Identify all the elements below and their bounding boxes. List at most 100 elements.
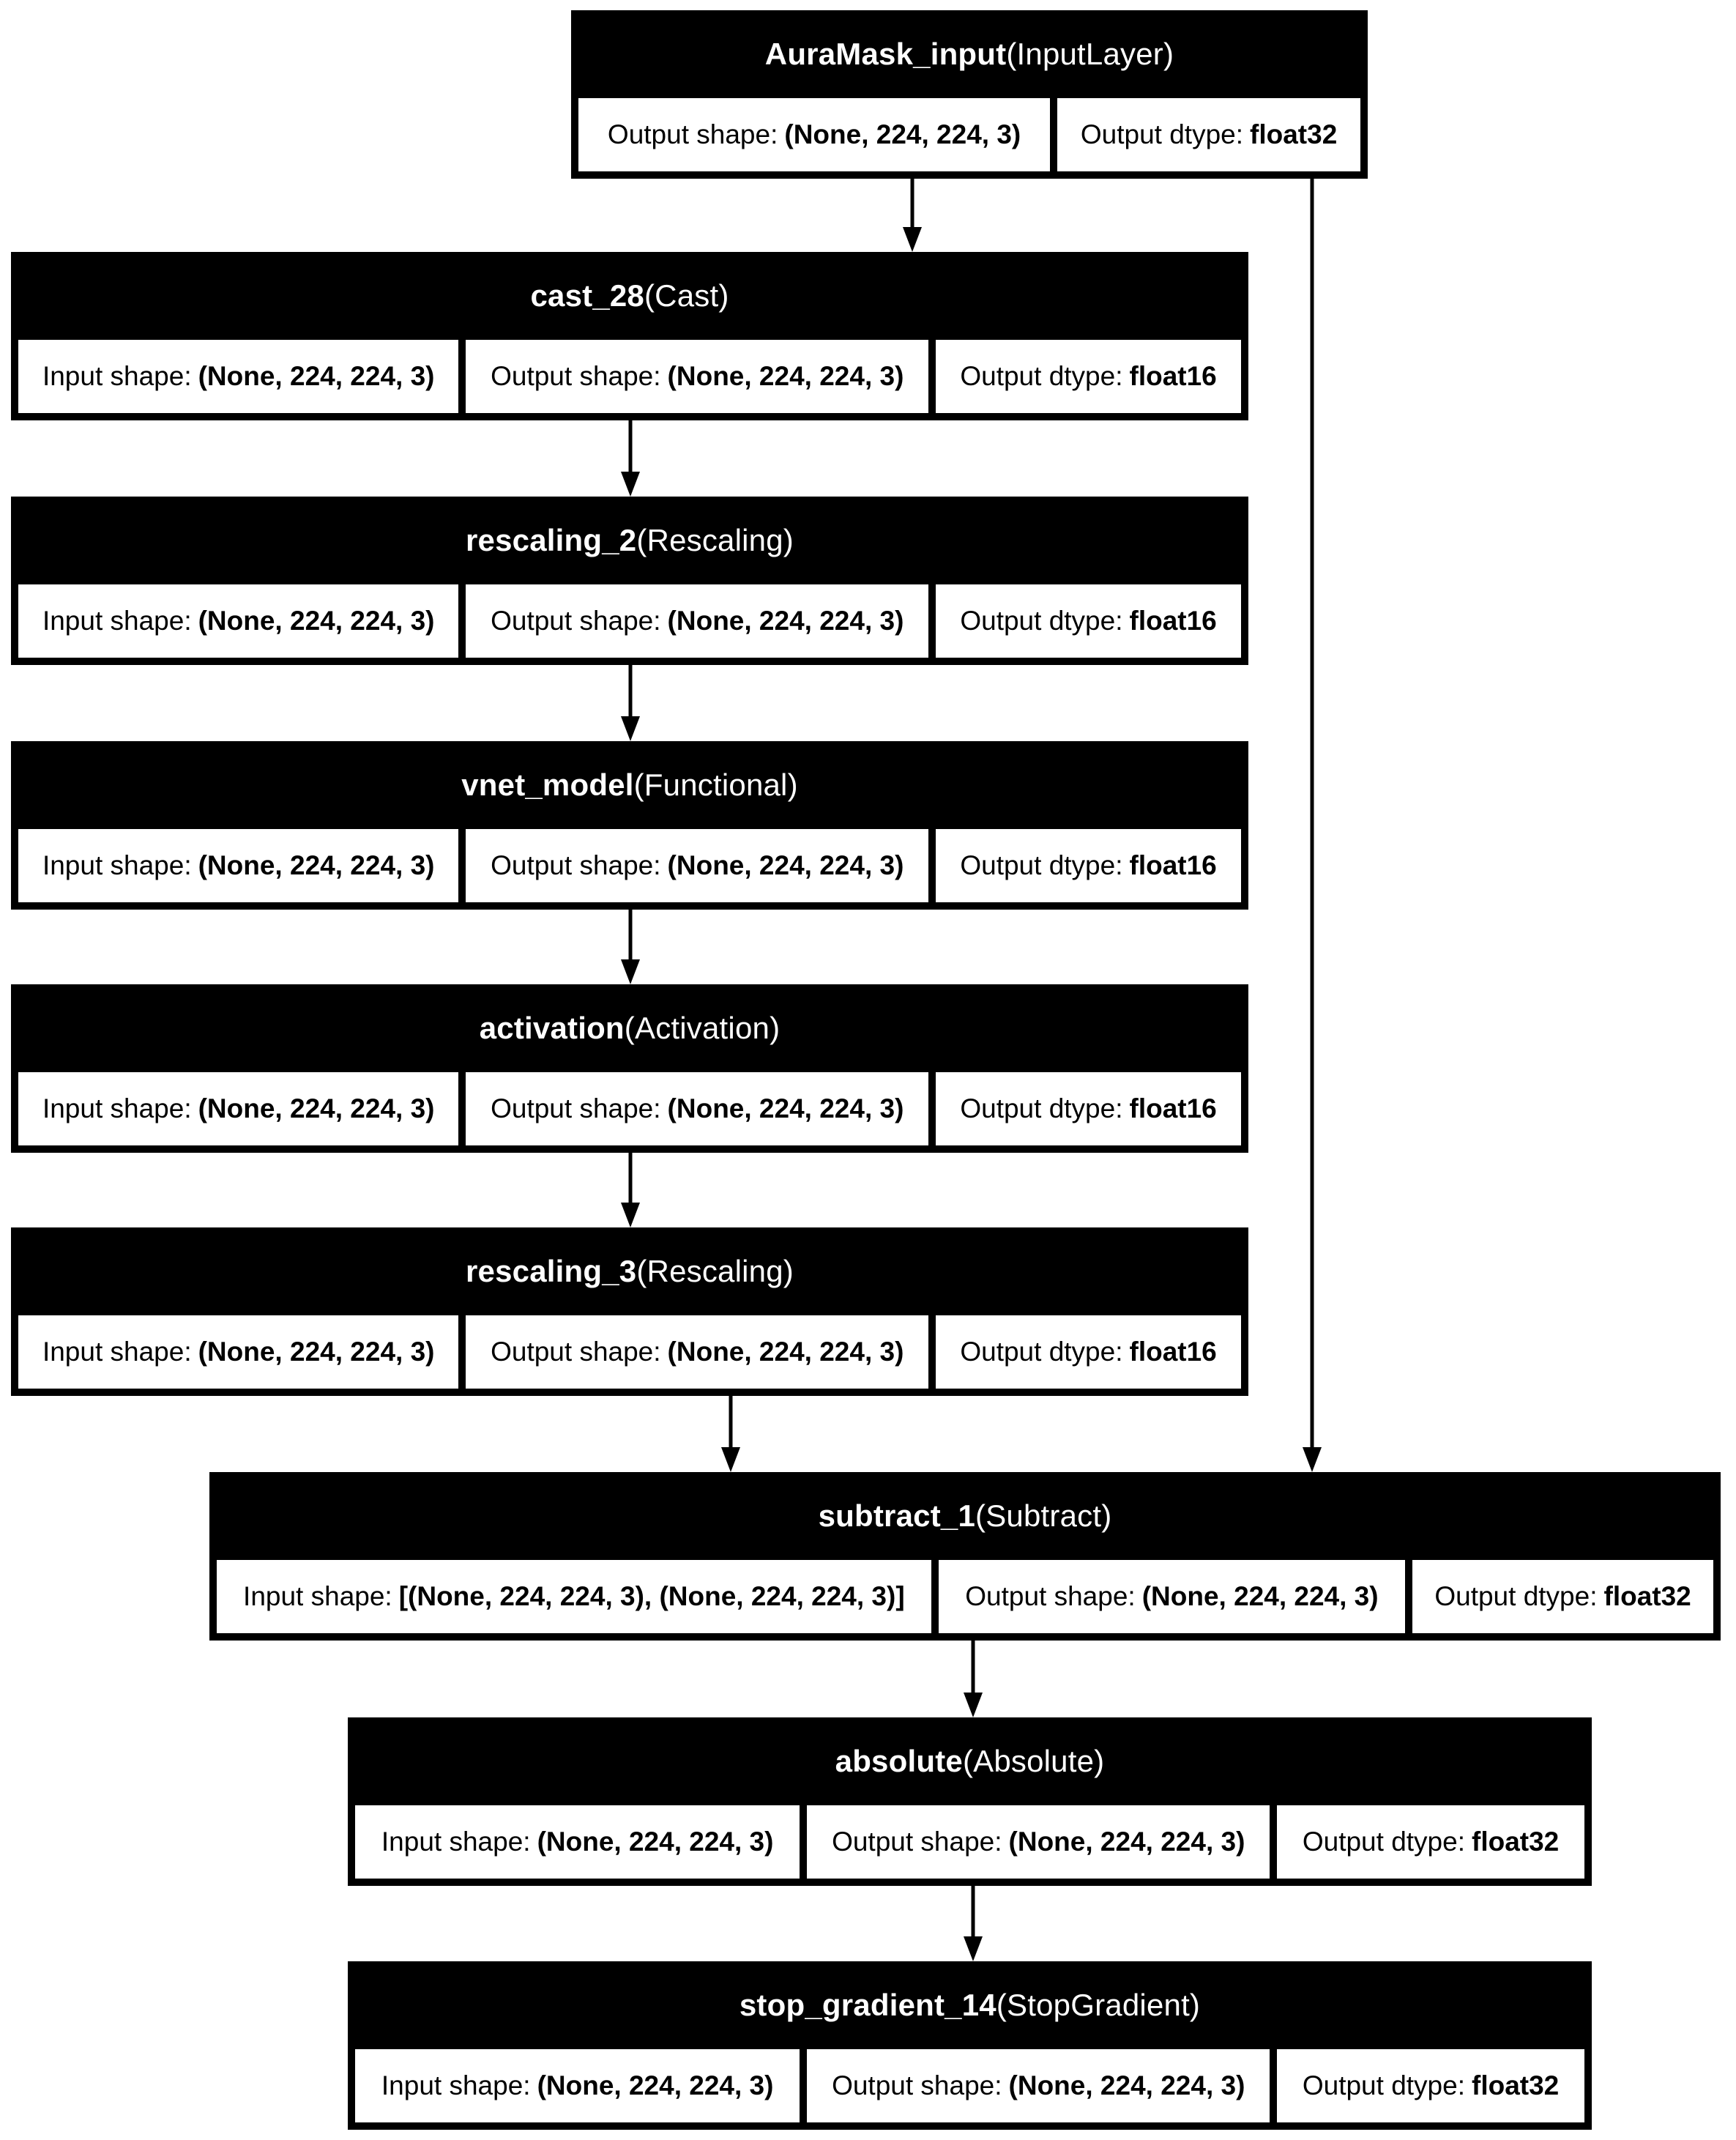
attribute-cell: Input shape:(None, 224, 224, 3): [18, 584, 459, 658]
attribute-cell: Output dtype:float16: [936, 340, 1241, 413]
layer-attribute-cells: Input shape:(None, 224, 224, 3)Output sh…: [11, 340, 1248, 420]
layer-title: activation (Activation): [11, 984, 1248, 1072]
layer-attribute-cells: Input shape:(None, 224, 224, 3)Output sh…: [348, 1805, 1592, 1886]
edge-arrow: [1303, 179, 1322, 1472]
attribute-label: Output dtype:: [1080, 119, 1244, 149]
layer-attribute-cells: Input shape:[(None, 224, 224, 3), (None,…: [209, 1560, 1721, 1641]
layer-attribute-cells: Input shape:(None, 224, 224, 3)Output sh…: [11, 584, 1248, 665]
attribute-label: Output dtype:: [960, 606, 1123, 636]
attribute-label: Output shape:: [491, 850, 661, 880]
node-stop-gradient-14: stop_gradient_14 (StopGradient)Input sha…: [348, 1961, 1592, 2130]
layer-type: (Activation): [624, 1011, 781, 1045]
attribute-value: (None, 224, 224, 3): [667, 606, 904, 636]
layer-name: absolute: [835, 1744, 963, 1778]
attribute-value: (None, 224, 224, 3): [537, 2070, 774, 2100]
layer-type: (Cast): [644, 278, 729, 313]
node-rescaling-3: rescaling_3 (Rescaling)Input shape:(None…: [11, 1227, 1248, 1396]
attribute-label: Input shape:: [243, 1581, 392, 1611]
attribute-cell: Input shape:(None, 224, 224, 3): [18, 1072, 459, 1145]
attribute-value: (None, 224, 224, 3): [667, 1093, 904, 1123]
attribute-value: (None, 224, 224, 3): [667, 361, 904, 391]
attribute-label: Output shape:: [491, 1093, 661, 1123]
layer-name: vnet_model: [461, 768, 634, 802]
attribute-label: Output shape:: [832, 2070, 1002, 2100]
attribute-label: Input shape:: [42, 361, 192, 391]
layer-title: stop_gradient_14 (StopGradient): [348, 1961, 1592, 2049]
layer-name: AuraMask_input: [764, 37, 1007, 71]
attribute-value: float32: [1603, 1581, 1691, 1611]
attribute-label: Output dtype:: [960, 1093, 1123, 1123]
attribute-cell: Output shape:(None, 224, 224, 3): [466, 1315, 929, 1389]
attribute-label: Output shape:: [491, 606, 661, 636]
attribute-label: Output shape:: [965, 1581, 1136, 1611]
node-auramask-input: AuraMask_input (InputLayer)Output shape:…: [571, 10, 1368, 179]
attribute-value: float32: [1472, 1827, 1560, 1857]
attribute-value: [(None, 224, 224, 3), (None, 224, 224, 3…: [398, 1581, 905, 1611]
attribute-label: Output dtype:: [1302, 1827, 1465, 1857]
attribute-value: float16: [1129, 361, 1217, 391]
edge-arrow: [964, 1886, 983, 1961]
layer-title: cast_28 (Cast): [11, 252, 1248, 340]
attribute-cell: Output dtype:float16: [936, 584, 1241, 658]
attribute-label: Output dtype:: [960, 850, 1123, 880]
attribute-cell: Output shape:(None, 224, 224, 3): [466, 829, 929, 902]
attribute-value: float32: [1250, 119, 1338, 149]
attribute-cell: Output dtype:float32: [1277, 1805, 1584, 1879]
node-subtract-1: subtract_1 (Subtract) Input shape:[(None,…: [209, 1472, 1721, 1641]
attribute-value: float32: [1472, 2070, 1560, 2100]
attribute-cell: Output shape:(None, 224, 224, 3): [578, 98, 1051, 171]
attribute-label: Output dtype:: [1434, 1581, 1598, 1611]
attribute-value: (None, 224, 224, 3): [1141, 1581, 1379, 1611]
attribute-value: float16: [1129, 1337, 1217, 1367]
attribute-cell: Output shape:(None, 224, 224, 3): [938, 1560, 1406, 1633]
attribute-cell: Output shape:(None, 224, 224, 3): [807, 1805, 1270, 1879]
node-absolute: absolute (Absolute) Input shape:(None, 22…: [348, 1717, 1592, 1886]
attribute-cell: Output shape:(None, 224, 224, 3): [807, 2049, 1270, 2122]
edge-arrow: [903, 179, 922, 252]
edge-arrow: [621, 910, 640, 984]
layer-attribute-cells: Output shape:(None, 224, 224, 3)Output d…: [571, 98, 1368, 179]
attribute-value: (None, 224, 224, 3): [198, 1093, 435, 1123]
layer-attribute-cells: Input shape:(None, 224, 224, 3)Output sh…: [11, 829, 1248, 910]
layer-name: activation: [479, 1011, 625, 1045]
node-vnet-model: vnet_model (Functional)Input shape:(None…: [11, 741, 1248, 910]
attribute-value: (None, 224, 224, 3): [537, 1827, 774, 1857]
layer-type: (Subtract): [975, 1498, 1112, 1533]
layer-name: rescaling_3: [466, 1254, 637, 1288]
layer-title: rescaling_3 (Rescaling): [11, 1227, 1248, 1315]
attribute-cell: Output dtype:float16: [936, 1315, 1241, 1389]
attribute-value: (None, 224, 224, 3): [198, 361, 435, 391]
edge-arrow: [621, 420, 640, 497]
layer-name: subtract_1: [818, 1498, 976, 1533]
edge-arrow: [621, 1153, 640, 1227]
edge-arrow: [964, 1641, 983, 1717]
edge-arrow: [721, 1396, 740, 1472]
layer-type: (Absolute): [962, 1744, 1105, 1778]
attribute-label: Input shape:: [381, 2070, 531, 2100]
attribute-cell: Input shape:[(None, 224, 224, 3), (None,…: [217, 1560, 931, 1633]
attribute-value: (None, 224, 224, 3): [1008, 2070, 1245, 2100]
layer-type: (Rescaling): [636, 523, 794, 557]
attribute-cell: Output dtype:float32: [1277, 2049, 1584, 2122]
attribute-value: (None, 224, 224, 3): [198, 606, 435, 636]
layer-title: AuraMask_input (InputLayer): [571, 10, 1368, 98]
layer-title: vnet_model (Functional): [11, 741, 1248, 829]
layer-type: (Functional): [633, 768, 798, 802]
attribute-label: Input shape:: [42, 1093, 192, 1123]
attribute-label: Output dtype:: [1302, 2070, 1465, 2100]
node-cast-28: cast_28 (Cast)Input shape:(None, 224, 22…: [11, 252, 1248, 420]
attribute-cell: Output dtype:float16: [936, 829, 1241, 902]
edge-arrow: [621, 665, 640, 741]
attribute-cell: Input shape:(None, 224, 224, 3): [18, 829, 459, 902]
attribute-cell: Output dtype:float32: [1057, 98, 1360, 171]
attribute-label: Input shape:: [42, 850, 192, 880]
attribute-label: Input shape:: [42, 606, 192, 636]
attribute-label: Output dtype:: [960, 1337, 1123, 1367]
attribute-value: float16: [1129, 1093, 1217, 1123]
attribute-cell: Output shape:(None, 224, 224, 3): [466, 584, 929, 658]
attribute-label: Output shape:: [832, 1827, 1002, 1857]
attribute-cell: Output shape:(None, 224, 224, 3): [466, 340, 929, 413]
layer-attribute-cells: Input shape:(None, 224, 224, 3)Output sh…: [348, 2049, 1592, 2130]
node-rescaling-2: rescaling_2 (Rescaling)Input shape:(None…: [11, 497, 1248, 665]
layer-title: rescaling_2 (Rescaling): [11, 497, 1248, 584]
